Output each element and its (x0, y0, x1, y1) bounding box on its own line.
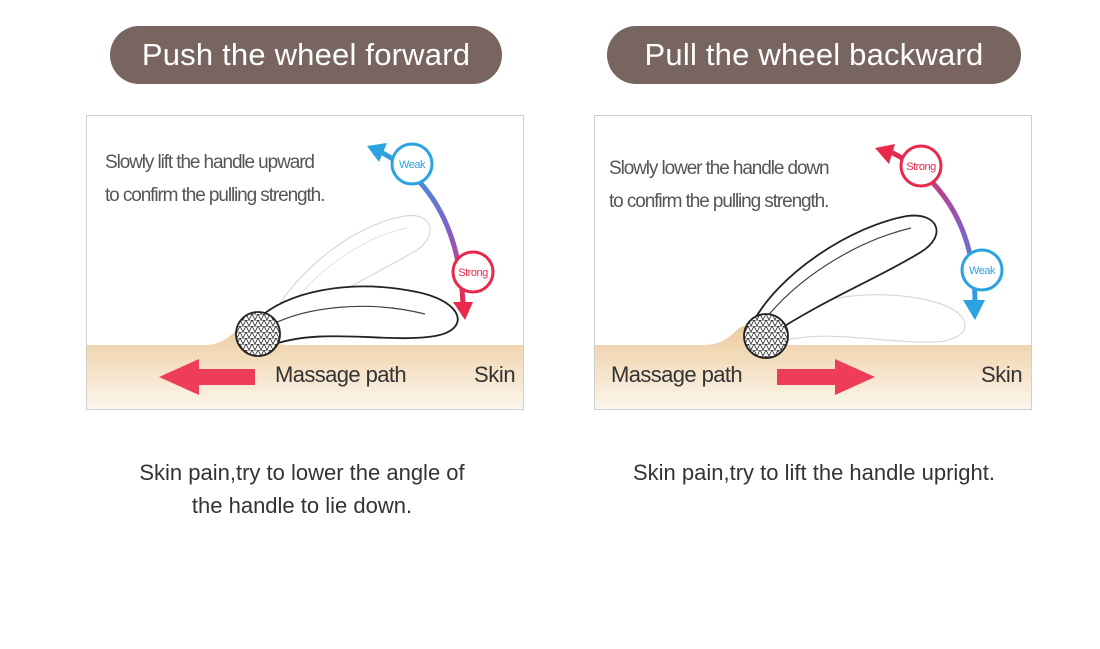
caption-line-1: Skin pain,try to lower the angle of (139, 460, 465, 485)
massage-path-arrow (777, 359, 875, 395)
instruction-line-1: Slowly lift the handle upward (105, 152, 315, 173)
roller-ball (235, 311, 281, 357)
weak-badge (390, 142, 434, 186)
massage-path-arrow (159, 359, 255, 395)
massage-path-label: Massage path (275, 362, 407, 387)
pull-backward-illustration: Strong Weak (595, 144, 1031, 409)
ghost-handle (770, 294, 966, 343)
handle (749, 214, 938, 338)
caption-line-1: Skin pain,try to lift the handle upright… (633, 460, 995, 485)
instruction-line-1: Slowly lower the handle down (609, 158, 830, 179)
skin-label: Skin (981, 362, 1023, 387)
strong-badge (899, 144, 943, 188)
strong-badge (451, 250, 495, 294)
pull-backward-panel: Strong Weak Slowly lower the handle down… (594, 115, 1032, 410)
massage-path-label: Massage path (611, 362, 743, 387)
push-forward-panel: Weak Strong Slowly lift the handle upwar… (86, 115, 524, 410)
push-forward-instruction: Slowly lift the handle upward to confirm… (105, 146, 325, 212)
skin-label: Skin (474, 362, 516, 387)
pull-backward-caption: Skin pain,try to lift the handle upright… (596, 456, 1032, 489)
weak-arrowhead (963, 300, 985, 320)
push-forward-title: Push the wheel forward (110, 26, 502, 84)
instruction-line-2: to confirm the pulling strength. (609, 191, 829, 212)
caption-line-2: the handle to lie down. (191, 493, 413, 518)
handle (255, 285, 459, 348)
pull-backward-title: Pull the wheel backward (607, 26, 1021, 84)
weak-badge (960, 248, 1004, 292)
strong-arrowhead (453, 302, 473, 320)
pull-backward-instruction: Slowly lower the handle down to confirm … (609, 152, 830, 218)
weak-label: Weak (969, 265, 996, 277)
instruction-line-2: to confirm the pulling strength. (105, 185, 325, 206)
strong-label: Strong (906, 161, 936, 173)
strong-label: Strong (458, 267, 488, 279)
push-forward-caption: Skin pain,try to lower the angle of the … (90, 456, 514, 522)
roller-ball (743, 313, 789, 359)
push-forward-illustration: Weak Strong (87, 142, 523, 409)
skin-surface (595, 326, 1031, 409)
weak-label: Weak (399, 159, 426, 171)
weak-arrowhead (367, 143, 387, 162)
strong-arrowhead (875, 144, 895, 164)
